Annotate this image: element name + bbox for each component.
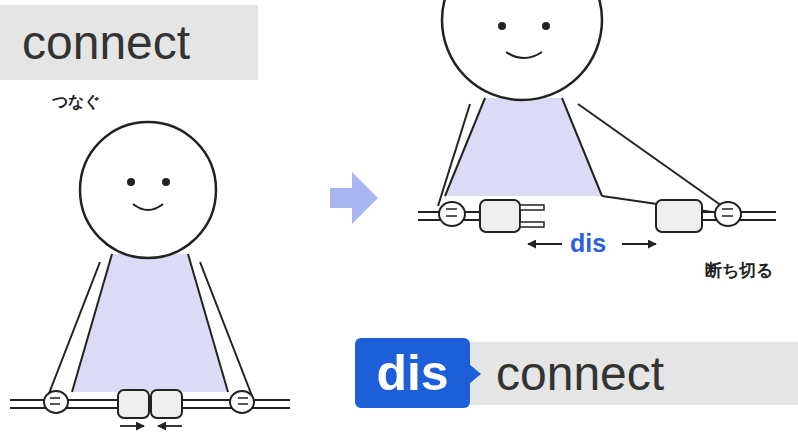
prefix-box: dis	[355, 338, 470, 408]
hand	[439, 202, 465, 226]
fingers	[50, 398, 60, 404]
arm-line	[72, 254, 112, 392]
arm-line	[578, 104, 722, 206]
prong	[520, 222, 544, 227]
head	[80, 122, 216, 258]
eye	[542, 22, 550, 30]
pointer-tab	[469, 364, 481, 384]
pull-arrow	[622, 243, 656, 245]
node-text: connect	[496, 350, 664, 398]
prong	[520, 205, 544, 210]
connecting-figure	[10, 122, 290, 426]
transition-arrow	[330, 172, 378, 224]
pull-arrow	[528, 243, 562, 245]
arm-line	[188, 254, 228, 392]
disconnecting-figure	[418, 0, 776, 244]
fingers	[722, 209, 733, 216]
word-box: connect	[0, 5, 258, 80]
prefix-label: dis	[570, 229, 606, 258]
smile	[133, 204, 163, 210]
meaning-label: つなぐ	[52, 92, 100, 113]
push-arrow	[158, 425, 182, 427]
head	[442, 0, 602, 100]
hand	[715, 202, 741, 226]
fingers	[238, 398, 248, 404]
arm-line	[438, 104, 470, 206]
hand	[44, 391, 68, 413]
arm-line	[562, 98, 602, 196]
plug	[118, 390, 149, 418]
arm-line	[445, 98, 485, 196]
plug	[480, 200, 520, 232]
socket	[151, 390, 182, 418]
smile	[506, 52, 542, 58]
socket	[656, 200, 702, 232]
word-box: connect	[470, 342, 798, 405]
meaning-label: 断ち切る	[705, 259, 773, 282]
eye	[162, 178, 170, 186]
eye	[498, 22, 506, 30]
shirt	[445, 98, 602, 196]
push-arrow	[120, 425, 144, 427]
fingers	[446, 209, 457, 216]
eye	[127, 178, 135, 186]
arm-line	[48, 262, 100, 396]
node-text: dis	[376, 348, 448, 398]
node-text: connect	[22, 19, 190, 67]
arm-line	[200, 262, 252, 396]
hand	[230, 391, 254, 413]
